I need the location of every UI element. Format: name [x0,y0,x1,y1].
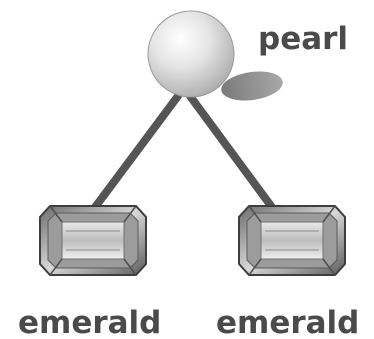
pearl-icon [147,10,235,98]
right-emerald-label: emerald [216,305,360,339]
edge-pearl-to-left-emerald [89,92,182,214]
pearl-shadow [221,71,283,101]
edge-pearl-to-right-emerald [186,92,278,214]
pearl-label: pearl [258,21,349,57]
emerald-gem-icon-left [39,205,147,276]
left-emerald-label: emerald [18,305,162,339]
emerald-gem-icon-right [238,205,346,276]
